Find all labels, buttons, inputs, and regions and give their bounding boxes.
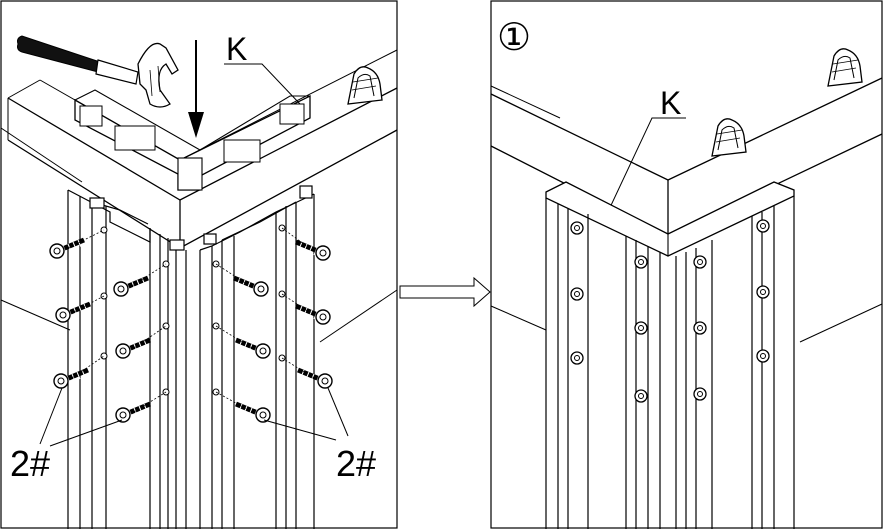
profile-holes	[100, 224, 286, 396]
part-label-k-right: K	[660, 85, 681, 121]
k-corner-cap-installed	[545, 181, 795, 257]
hammer-icon	[17, 35, 179, 108]
right-panel: ① K	[490, 0, 883, 529]
next-step-arrow-icon	[399, 276, 491, 308]
k-corner-cap	[74, 89, 311, 191]
step-number: ①	[497, 17, 531, 59]
left-vertical-profiles	[67, 185, 315, 529]
screw-label-right: 2#	[336, 443, 376, 484]
left-panel: K	[0, 0, 398, 529]
screw-label-left: 2#	[10, 443, 50, 484]
part-label-k-left: K	[226, 31, 247, 67]
right-vertical-profiles	[545, 196, 795, 529]
down-arrow-icon	[188, 40, 204, 138]
